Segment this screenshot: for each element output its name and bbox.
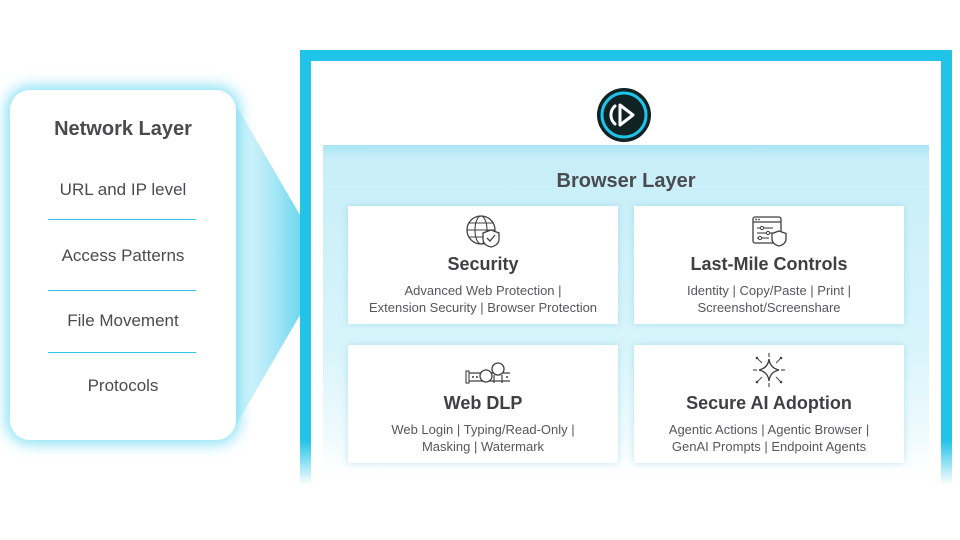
last-mile-controls-card: Last-Mile Controls Identity | Copy/Paste… xyxy=(634,206,904,324)
secure-ai-adoption-card-description: Agentic Actions | Agentic Browser | GenA… xyxy=(634,421,904,455)
network-layer-title: Network Layer xyxy=(54,118,192,140)
last-mile-controls-card-title: Last-Mile Controls xyxy=(690,254,848,274)
play-logo-icon xyxy=(594,85,654,145)
card-desc-line: Extension Security | Browser Protection xyxy=(368,300,598,315)
browser-layer-panel-top xyxy=(323,145,929,157)
card-desc-line: Identity | Copy/Paste | Print | xyxy=(686,283,852,298)
network-layer-panel: Network Layer URL and IP level Access Pa… xyxy=(10,90,236,440)
web-dlp-card-description: Web Login | Typing/Read-Only | Masking |… xyxy=(348,421,618,455)
card-desc-line: GenAI Prompts | Endpoint Agents xyxy=(671,439,867,454)
secure-ai-adoption-card: Secure AI Adoption Agentic Actions | Age… xyxy=(634,345,904,463)
divider xyxy=(48,219,196,220)
web-dlp-card-title: Web DLP xyxy=(443,393,523,413)
ai-sparkle-network-icon xyxy=(753,353,785,387)
network-item-protocols: Protocols xyxy=(87,376,159,395)
secure-ai-adoption-card-title: Secure AI Adoption xyxy=(686,393,852,413)
security-card-title: Security xyxy=(447,254,519,274)
card-desc-line: Screenshot/Screenshare xyxy=(697,300,841,315)
network-item-access-patterns: Access Patterns xyxy=(61,246,185,265)
window-sliders-shield-icon xyxy=(752,216,787,247)
globe-shield-icon xyxy=(466,215,500,248)
card-desc-line: Agentic Actions | Agentic Browser | xyxy=(668,422,870,437)
divider xyxy=(48,352,196,353)
pipeline-icon xyxy=(465,362,510,384)
web-dlp-card: Web DLP Web Login | Typing/Read-Only | M… xyxy=(348,345,618,463)
card-desc-line: Web Login | Typing/Read-Only | xyxy=(391,422,575,437)
divider xyxy=(48,290,196,291)
connector-funnel xyxy=(236,105,300,425)
security-card: Security Advanced Web Protection | Exten… xyxy=(348,206,618,324)
network-item-file-movement: File Movement xyxy=(67,311,179,330)
browser-layer-title: Browser Layer xyxy=(556,170,696,192)
security-card-description: Advanced Web Protection | Extension Secu… xyxy=(348,282,618,316)
network-item-url-ip: URL and IP level xyxy=(59,180,187,199)
last-mile-controls-card-description: Identity | Copy/Paste | Print | Screensh… xyxy=(634,282,904,316)
card-desc-line: Advanced Web Protection | xyxy=(404,283,562,298)
card-desc-line: Masking | Watermark xyxy=(421,439,545,454)
